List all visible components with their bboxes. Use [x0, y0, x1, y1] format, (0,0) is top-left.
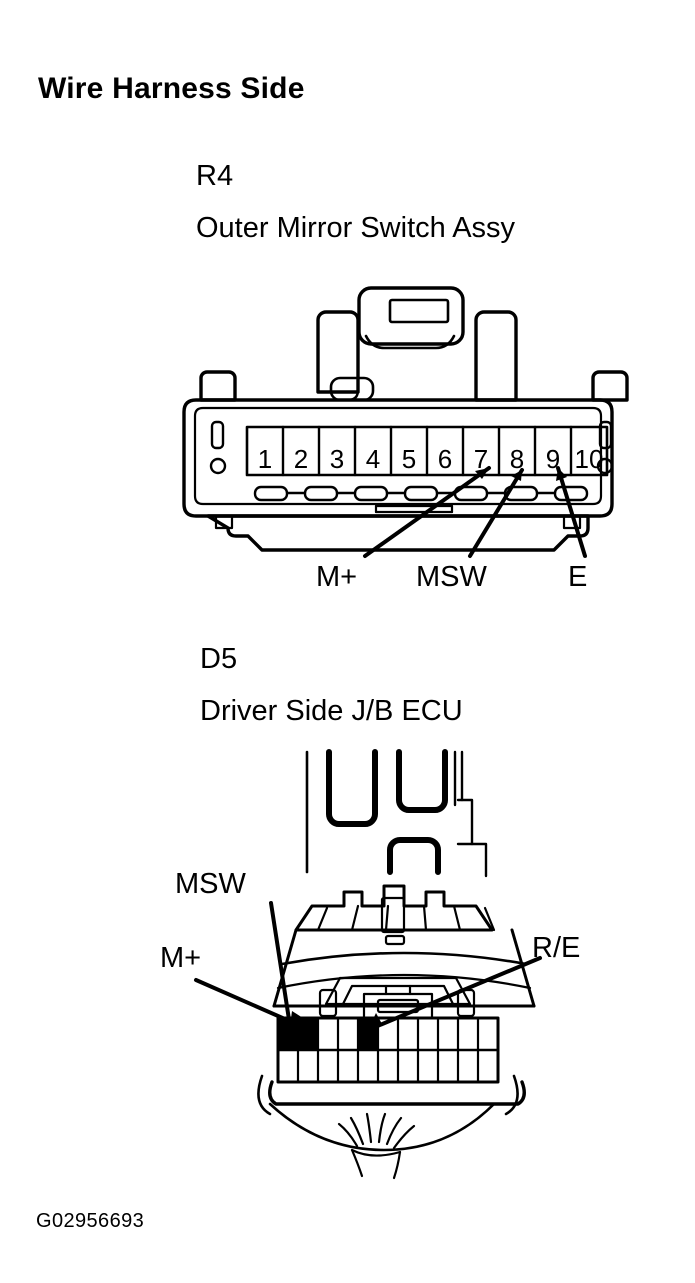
callout-label-d5-re: R/E [532, 932, 581, 964]
svg-text:4: 4 [366, 444, 380, 474]
leader-r4-mplus [363, 466, 491, 558]
leader-d5-re [366, 956, 542, 1032]
d5-arrowheads [290, 1011, 382, 1039]
connector-body-outer [182, 398, 614, 518]
hold-down-hole-left [209, 457, 227, 475]
u-slot-left [326, 749, 378, 827]
svg-text:7: 7 [474, 444, 488, 474]
d5-face-curve [280, 951, 528, 966]
latch-shoulder [364, 334, 456, 350]
d5-face-curve-2 [276, 973, 532, 990]
hold-down-hole-right [596, 457, 614, 475]
pin-dividers [281, 425, 573, 477]
d5-wire-skirt [268, 1102, 496, 1152]
callout-label-r4-mplus: M+ [316, 561, 358, 593]
side-tab [456, 798, 474, 846]
connector-body-inner [193, 406, 603, 506]
svg-text:9: 9 [546, 444, 560, 474]
connector-name-d5: Driver Side J/B ECU [200, 695, 463, 727]
d5-wall-right [510, 928, 536, 1008]
guide-rib-far-right [591, 370, 629, 402]
bottom-skirt [206, 514, 590, 552]
callout-label-r4-e: E [568, 561, 588, 593]
terminal-filled-1 [279, 1019, 297, 1049]
r4-arrowheads [475, 468, 567, 481]
skirt-notches [214, 514, 582, 530]
page-title: Wire Harness Side [38, 72, 305, 105]
latch-ledge-left [328, 388, 360, 402]
d5-centre-latch [318, 976, 476, 1020]
latch-tab-slot [388, 298, 450, 324]
figure-id: G02956693 [36, 1210, 145, 1232]
svg-text:1: 1 [258, 444, 272, 474]
housing-window [329, 376, 375, 402]
svg-text:2: 2 [294, 444, 308, 474]
connector-drawing-r4 [182, 286, 629, 552]
pin-row-frame [245, 425, 609, 477]
d5-grid-columns [296, 1016, 480, 1084]
latch-tab-outer [357, 286, 465, 346]
leader-d5-msw [269, 901, 292, 1028]
d5-shell-left [257, 1074, 272, 1116]
callout-label-r4-msw: MSW [416, 561, 487, 593]
connector-name-r4: Outer Mirror Switch Assy [196, 212, 516, 244]
u-slot-right [396, 749, 448, 813]
d5-shell-bottom [268, 1080, 526, 1106]
hold-down-post-right [598, 420, 613, 450]
d5-leader-lines [194, 901, 542, 1032]
d5-terminal-grid [276, 1016, 500, 1084]
d5-upper-partial [305, 749, 488, 878]
r4-pin-numbers: 1 2 3 4 5 6 7 8 9 10 [258, 444, 604, 474]
u-slot-lower [387, 837, 441, 875]
d5-top-deck [294, 884, 494, 932]
svg-text:10: 10 [575, 444, 604, 474]
centre-bar [374, 504, 454, 514]
guide-rib-left [316, 310, 360, 394]
d5-highlighted-terminals [279, 1019, 377, 1049]
svg-text:8: 8 [510, 444, 524, 474]
leader-r4-msw [468, 468, 524, 558]
locking-tab-row [253, 485, 589, 502]
d5-wire-strands [337, 1112, 416, 1180]
d5-deck-ribs [316, 896, 496, 946]
d5-wall-left [272, 928, 298, 1008]
svg-text:6: 6 [438, 444, 452, 474]
svg-text:5: 5 [402, 444, 416, 474]
callout-label-d5-msw: MSW [175, 868, 246, 900]
callout-label-d5-mplus: M+ [160, 942, 202, 974]
leader-d5-mplus [194, 978, 312, 1032]
r4-leader-lines [363, 466, 587, 558]
guide-rib-right [474, 310, 518, 402]
hold-down-post-left [210, 420, 225, 450]
guide-rib-far-left [199, 370, 237, 402]
connector-drawing-d5 [257, 749, 536, 1180]
connector-code-d5: D5 [200, 643, 238, 675]
svg-text:3: 3 [330, 444, 344, 474]
d5-shell-right [504, 1074, 519, 1116]
terminal-filled-2 [299, 1019, 317, 1049]
terminal-filled-5 [359, 1019, 377, 1049]
leader-r4-e [556, 466, 587, 558]
connector-code-r4: R4 [196, 160, 234, 192]
